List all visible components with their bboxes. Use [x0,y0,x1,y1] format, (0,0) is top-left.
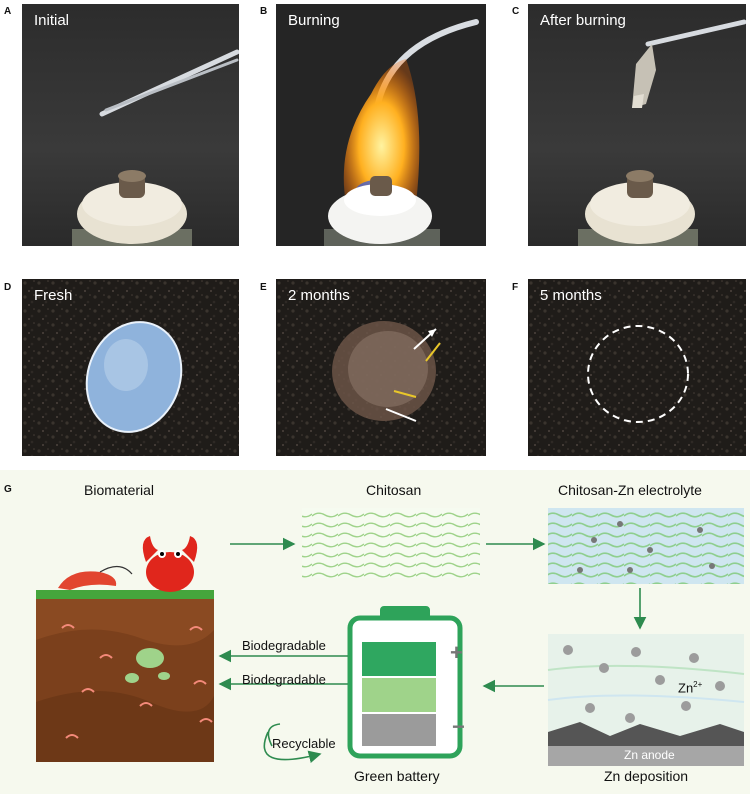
panel-letter-f: F [512,282,519,293]
recyclable-label: Recyclable [272,736,336,751]
shrimp-icon [58,565,133,590]
panel-label-burning: Burning [288,12,340,29]
battery-plus-sign: + [450,640,463,665]
zn-deposition-label: Zn deposition [604,768,689,784]
biomaterial-title: Biomaterial [84,482,155,498]
after-burning-photo [578,19,746,246]
zn-anode-label: Zn anode [624,748,675,762]
panel-label-2-months: 2 months [288,287,350,304]
panel-letter-b: B [260,6,268,17]
soil-illustration [36,590,214,762]
panel-letter-a: A [4,6,12,17]
panel-5-months: 5 months [528,279,746,456]
zn-ion-label: Zn2+ [678,680,702,695]
crab-icon [142,536,198,592]
burning-photo [324,19,479,246]
panel-after-burning: After burning [528,4,746,246]
diagram-artwork [36,508,745,766]
panel-letter-g: G [4,484,12,495]
chitosan-fibers [302,508,480,578]
panel-letter-e: E [260,282,267,293]
biodegradable-label-2: Biodegradable [242,672,326,687]
battery-icon [347,606,463,759]
electrolyte-illustration [548,508,744,584]
panel-burning: Burning [276,4,486,246]
zn-ion-charge: 2+ [693,680,703,689]
panel-label-5-months: 5 months [540,287,602,304]
two-months-soil-photo [276,279,486,456]
biodegradable-label-1: Biodegradable [242,638,326,653]
battery-minus-sign: − [452,714,465,739]
chitosan-title: Chitosan [366,482,422,498]
panel-fresh: Fresh [22,279,239,456]
five-months-soil-photo [528,279,746,456]
panel-label-after-burning: After burning [540,12,626,29]
electrolyte-title: Chitosan-Zn electrolyte [558,482,702,498]
panel-letter-d: D [4,282,12,293]
green-battery-label: Green battery [354,768,440,784]
fresh-soil-photo [22,279,239,456]
panel-initial: Initial [22,4,239,246]
panel-letter-c: C [512,6,520,17]
panel-label-initial: Initial [34,12,70,29]
panel-2-months: 2 months [276,279,486,456]
zn-deposition-illustration [547,634,745,766]
initial-photo [72,49,239,246]
panel-label-fresh: Fresh [34,287,73,304]
zn-ion-text: Zn [678,680,694,696]
